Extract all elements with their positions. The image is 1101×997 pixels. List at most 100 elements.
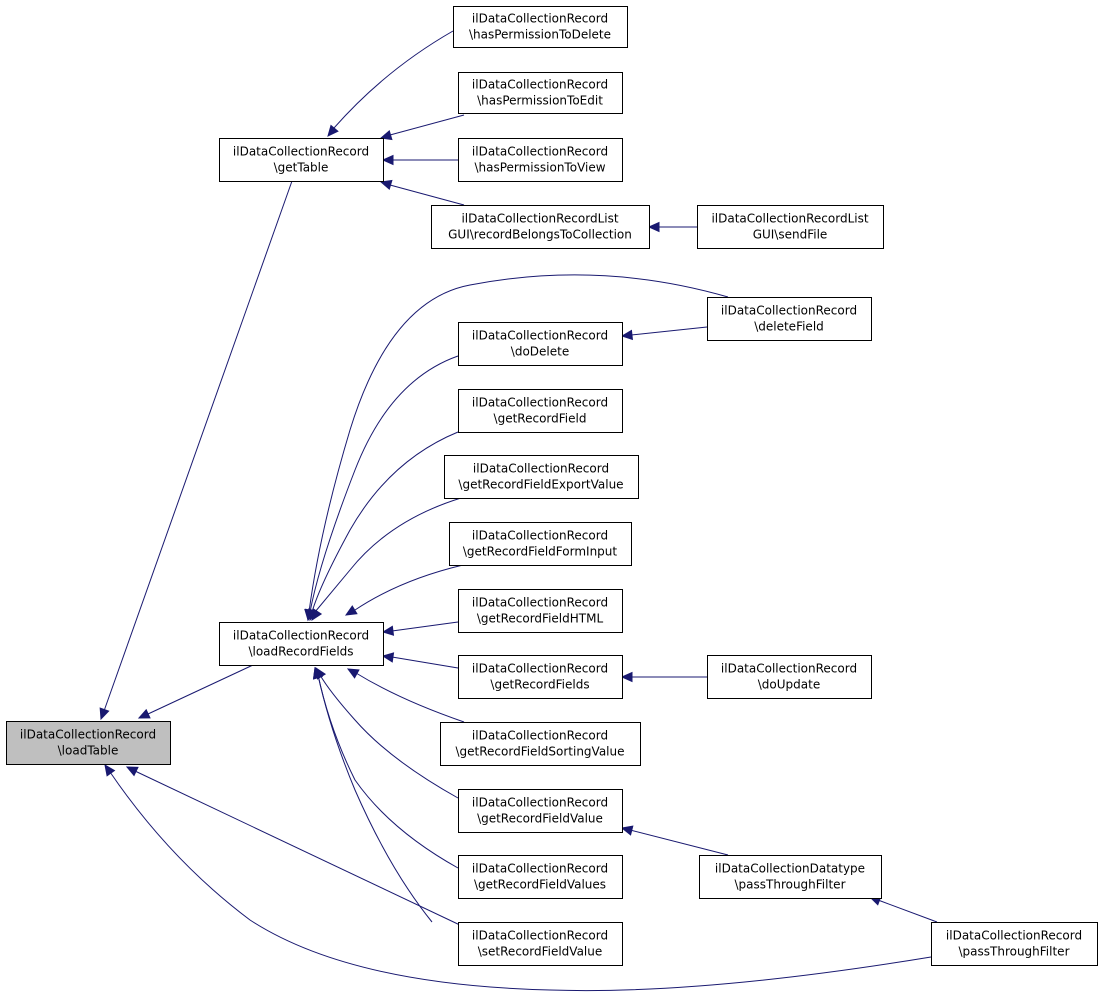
edge-hasPermissionToEdit-to-getTable (379, 114, 465, 141)
node-box (458, 322, 623, 366)
node-method-label: \getRecordFieldFormInput (463, 545, 618, 559)
edge-line (147, 664, 254, 715)
edge-line (109, 771, 932, 992)
node-class-label: ilDataCollectionRecord (472, 396, 608, 410)
edge-line (309, 355, 459, 613)
edge-arrowhead (620, 671, 633, 683)
node-box (707, 655, 872, 699)
node-box (458, 138, 623, 182)
node-getRecordFieldFormInput[interactable]: ilDataCollectionRecord\getRecordFieldFor… (449, 522, 632, 566)
edge-line (317, 674, 433, 923)
node-getRecordField[interactable]: ilDataCollectionRecord \getRecordField (458, 389, 623, 433)
node-box (219, 622, 384, 666)
node-method-label: \getRecordFieldValue (477, 812, 603, 826)
node-class-label: ilDataCollectionRecordList (711, 212, 868, 226)
node-class-label: ilDataCollectionRecord (20, 728, 156, 742)
edge-loadRecordFields-to-loadTable (137, 664, 254, 719)
edge-line (311, 431, 459, 613)
node-method-label: \loadRecordFields (248, 645, 353, 659)
node-box (449, 522, 632, 566)
node-method-label: GUI\recordBelongsToCollection (448, 228, 632, 242)
edge-arrowhead (381, 154, 394, 166)
edge-arrowhead (327, 124, 339, 137)
edge-line (317, 674, 459, 869)
node-hasPermissionToDelete[interactable]: ilDataCollectionRecord \hasPermissionToDe… (453, 6, 628, 48)
edge-line (389, 114, 465, 136)
node-getRecordFieldValue[interactable]: ilDataCollectionRecord\getRecordFieldVal… (458, 789, 623, 833)
edge-line (391, 656, 459, 669)
node-class-label: ilDataCollectionRecord (472, 929, 608, 943)
node-method-label: \hasPermissionToView (474, 161, 605, 175)
edge-line (630, 326, 708, 336)
edge-arrowhead (99, 707, 110, 721)
edges-layer (99, 30, 938, 992)
node-hasPermissionToEdit[interactable]: ilDataCollectionRecord\hasPermissionToEd… (458, 72, 623, 114)
node-class-label: ilDataCollectionRecord (472, 596, 608, 610)
node-getRecordFieldExportValue[interactable]: ilDataCollectionRecord \getRecordFieldExp… (444, 455, 639, 499)
edge-getRecordField-to-loadRecordFields (305, 355, 459, 622)
node-box (697, 205, 884, 249)
node-getRecordFieldSortingValue[interactable]: ilDataCollectionRecord\getRecordFieldSor… (440, 722, 641, 766)
node-class-label: ilDataCollectionRecord (472, 145, 608, 159)
edge-line (389, 184, 465, 206)
node-hasPermissionToView[interactable]: ilDataCollectionRecord \hasPermissionToVi… (458, 138, 623, 182)
node-box (699, 855, 882, 899)
node-class-label: ilDataCollectionRecord (721, 304, 857, 318)
edge-deleteField-to-doDelete (312, 666, 433, 923)
node-doDelete[interactable]: ilDataCollectionRecord\doDelete (458, 322, 623, 366)
node-class-label: ilDataCollectionRecordList (461, 212, 618, 226)
edge-getRecordFields-to-loadRecordFields (381, 621, 459, 636)
node-class-label: ilDataCollectionRecord (472, 862, 608, 876)
node-class-label: ilDataCollectionRecord (946, 929, 1082, 943)
edge-sendFile-to-recordBelongsToCollection (647, 221, 697, 233)
node-dtPassThroughFilter[interactable]: ilDataCollectionDatatype\passThroughFilt… (699, 855, 882, 899)
node-loadRecordFields[interactable]: ilDataCollectionRecord \loadRecordFields (219, 622, 384, 666)
node-recPassThroughFilter[interactable]: ilDataCollectionRecord\passThroughFilter (931, 922, 1098, 966)
edge-line (319, 674, 459, 799)
edge-setRecordFieldValue-to-loadTable (125, 766, 463, 927)
node-class-label: ilDataCollectionRecord (472, 729, 608, 743)
edge-getRecordFieldValues-to-loadRecordFields (315, 666, 459, 799)
edge-doUpdate-to-getRecordFields (620, 671, 707, 683)
node-class-label: ilDataCollectionRecord (233, 629, 369, 643)
edge-arrowhead (104, 764, 116, 777)
edge-getRecordFieldValue-to-loadRecordFields (346, 668, 465, 723)
edge-line (355, 672, 465, 723)
edge-getRecordFieldSortingValue-to-loadRecordFields (381, 652, 459, 669)
node-getTable[interactable]: ilDataCollectionRecord\getTable (219, 138, 384, 182)
node-method-label: \deleteField (754, 320, 824, 334)
node-getRecordFields[interactable]: ilDataCollectionRecord\getRecordFields (458, 655, 623, 699)
node-box (458, 922, 623, 966)
edge-arrowhead (311, 608, 323, 622)
node-method-label: \getRecordFieldExportValue (458, 478, 623, 492)
edge-getRecordFieldFormInput-to-loadRecordFields (311, 497, 462, 622)
edge-arrowhead (620, 825, 634, 836)
node-class-label: ilDataCollectionRecord (472, 662, 608, 676)
node-setRecordFieldValue[interactable]: ilDataCollectionRecord\setRecordFieldVal… (458, 922, 623, 966)
node-method-label: GUI\sendFile (753, 228, 828, 242)
node-recordBelongsToCollection[interactable]: ilDataCollectionRecordListGUI\recordBelo… (431, 205, 650, 249)
node-box (458, 655, 623, 699)
node-class-label: ilDataCollectionRecord (472, 78, 608, 92)
node-class-label: ilDataCollectionDatatype (715, 862, 865, 876)
node-class-label: ilDataCollectionRecord (473, 462, 609, 476)
edge-line (314, 497, 462, 613)
node-class-label: ilDataCollectionRecord (721, 662, 857, 676)
edge-line (134, 770, 463, 927)
node-class-label: ilDataCollectionRecord (472, 12, 608, 26)
node-loadTable[interactable]: ilDataCollectionRecord\loadTable (6, 721, 171, 765)
node-getRecordFieldHTML[interactable]: ilDataCollectionRecord\getRecordFieldHTM… (458, 589, 623, 633)
edge-getTable-to-loadTable (99, 180, 293, 721)
node-doUpdate[interactable]: ilDataCollectionRecord\doUpdate (707, 655, 872, 699)
node-method-label: \hasPermissionToDelete (469, 28, 611, 42)
node-box (458, 72, 623, 114)
edge-arrowhead (381, 652, 395, 663)
node-getRecordFieldValues[interactable]: ilDataCollectionRecord\getRecordFieldVal… (458, 855, 623, 899)
edge-arrowhead (381, 625, 395, 636)
node-deleteField[interactable]: ilDataCollectionRecord \deleteField (707, 297, 872, 341)
edge-recPassThroughFilter-to-dtPassThroughFilter (868, 895, 938, 923)
node-method-label: \getRecordField (494, 412, 587, 426)
edge-getRecordFieldExportValue-to-loadRecordFields (308, 431, 459, 622)
